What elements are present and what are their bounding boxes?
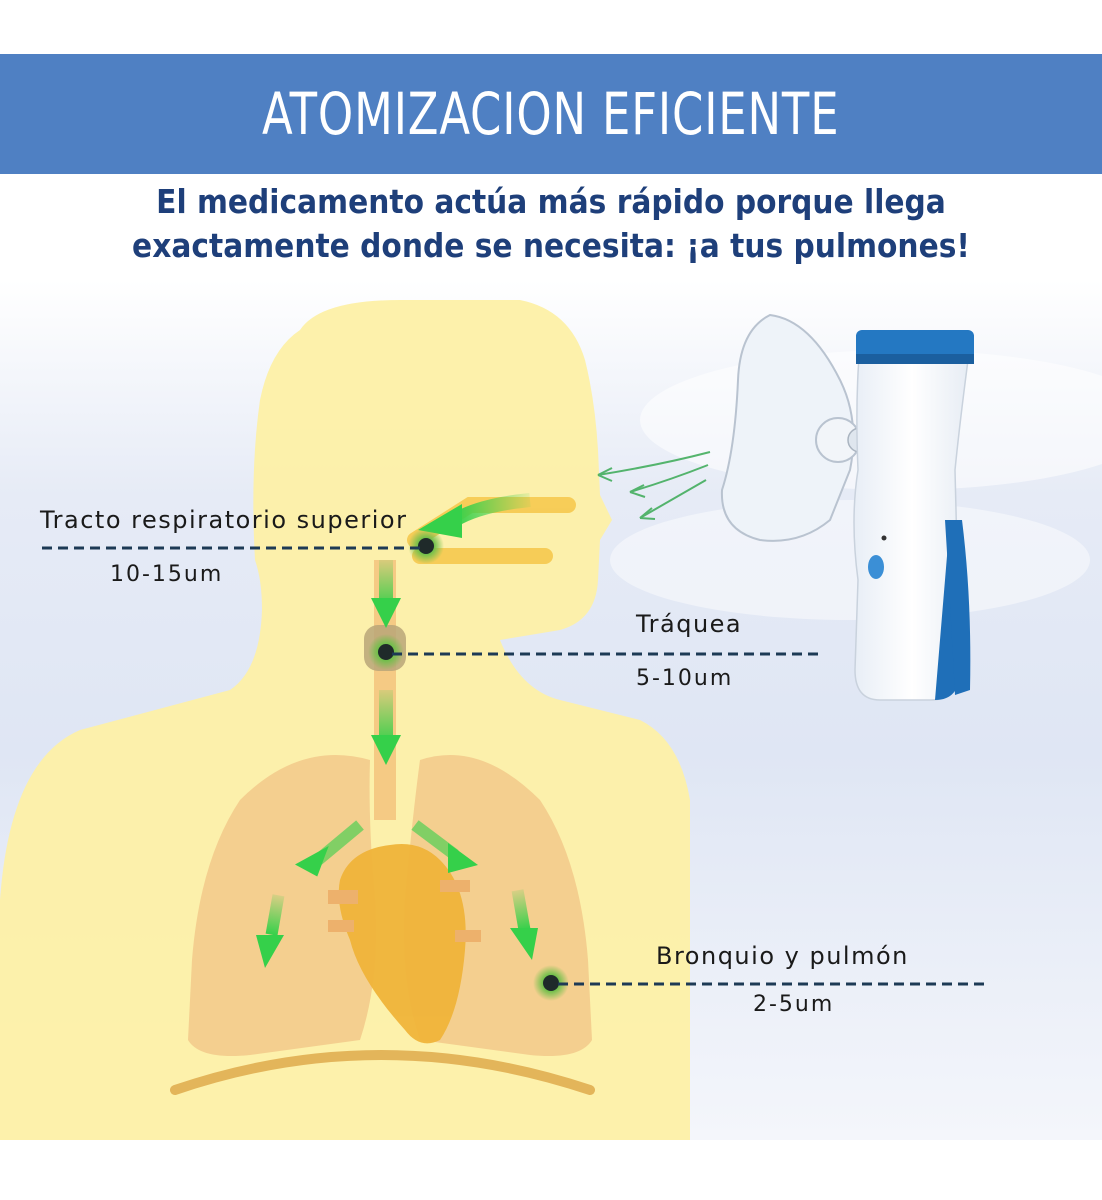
face-mask bbox=[720, 313, 855, 542]
airflow-arrows bbox=[256, 493, 538, 968]
annotation-size-trachea: 5-10um bbox=[636, 666, 734, 691]
title-banner: ATOMIZACION EFICIENTE bbox=[0, 54, 1102, 174]
subtitle-line-2: exactamente donde se necesita: ¡a tus pu… bbox=[132, 226, 970, 265]
marker-upper-airway bbox=[408, 528, 444, 564]
annotation-size-upper-airway: 10-15um bbox=[110, 562, 224, 587]
nebulizer-device bbox=[720, 313, 974, 701]
annotation-label-trachea: Tráquea bbox=[636, 610, 743, 638]
mist-arrows bbox=[597, 451, 711, 520]
heart bbox=[328, 844, 481, 1044]
leader-lines bbox=[42, 546, 990, 986]
annotation-label-bronchi: Bronquio y pulmón bbox=[656, 942, 909, 970]
diaphragm bbox=[170, 1050, 595, 1095]
annotation-size-bronchi: 2-5um bbox=[753, 992, 835, 1017]
annotation-label-upper-airway: Tracto respiratorio superior bbox=[40, 506, 408, 534]
subtitle: El medicamento actúa más rápido porque l… bbox=[55, 180, 1047, 268]
marker-trachea bbox=[368, 634, 404, 670]
diagram-illustration bbox=[0, 280, 1102, 1140]
marker-bronchi bbox=[533, 965, 569, 1001]
page-title: ATOMIZACION EFICIENTE bbox=[262, 80, 840, 148]
power-button bbox=[868, 555, 884, 579]
device-body bbox=[853, 344, 971, 701]
subtitle-line-1: El medicamento actúa más rápido porque l… bbox=[156, 182, 946, 221]
respiratory-diagram: Tracto respiratorio superior 10-15um Trá… bbox=[0, 280, 1102, 1140]
